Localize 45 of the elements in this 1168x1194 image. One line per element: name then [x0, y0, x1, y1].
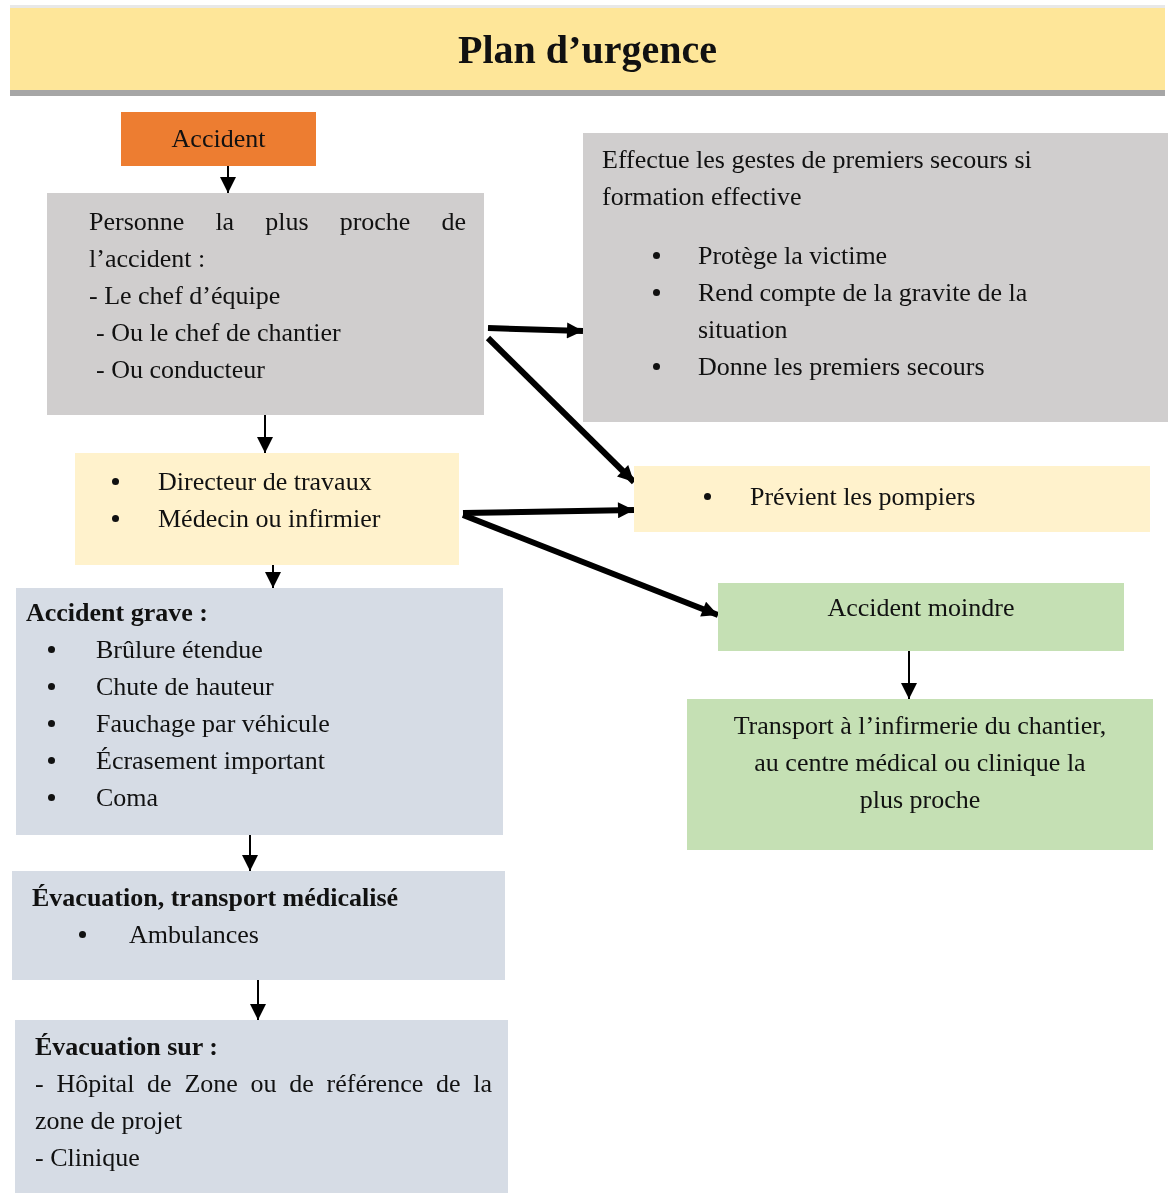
list-item: Ambulances — [129, 920, 259, 949]
arrow — [257, 414, 273, 454]
box-text: - Clinique — [35, 1143, 140, 1172]
list-item: Médecin ou infirmier — [158, 504, 381, 533]
arrow — [220, 165, 236, 194]
box-heading: Personne la plus proche de l’accident : — [89, 206, 466, 275]
box-text: Transport à l’infirmerie du chantier, au centre médical ou clinique la plus proche — [733, 711, 1107, 814]
destination-box — [15, 1020, 508, 1193]
diagram-title: Plan d’urgence — [458, 25, 717, 73]
list-item: Directeur de travaux — [158, 467, 372, 496]
action-box — [634, 466, 1150, 532]
arrow — [461, 512, 720, 618]
category-box — [16, 588, 503, 835]
list-item: Protège la victime — [698, 241, 888, 270]
process-box — [12, 871, 505, 980]
arrow — [487, 322, 584, 339]
arrow — [250, 979, 266, 1021]
list-item: Rend compte de la gravite de la situation — [698, 278, 1028, 344]
box-text: - Ou conducteur — [96, 355, 265, 384]
list-item: Fauchage par véhicule — [96, 709, 330, 738]
box-heading: Évacuation sur : — [35, 1032, 218, 1061]
action-box — [583, 133, 1168, 422]
box-heading: Accident grave : — [26, 598, 208, 627]
list-item: Prévient les pompiers — [750, 482, 976, 511]
contact-box — [75, 453, 459, 565]
box-text: - Le chef d’équipe — [89, 281, 281, 310]
arrow — [242, 834, 258, 872]
process-box — [47, 193, 484, 415]
box-text: Accident moindre — [827, 593, 1015, 622]
list-item: Écrasement important — [96, 746, 325, 775]
list-item: Brûlure étendue — [96, 635, 263, 664]
box-heading: Effectue les gestes de premiers secours si formation effective — [602, 145, 1032, 211]
arrow — [901, 650, 917, 700]
category-box — [718, 583, 1124, 651]
box-text: Accident — [171, 124, 266, 153]
list-item: Chute de hauteur — [96, 672, 274, 701]
box-text: - Hôpital de Zone ou de référence de la zone de projet — [35, 1068, 492, 1137]
action-box — [687, 699, 1153, 850]
box-heading: Évacuation, transport médicalisé — [32, 883, 399, 912]
list-item: Coma — [96, 783, 159, 812]
list-item: Donne les premiers secours — [698, 352, 985, 381]
event-box — [121, 112, 316, 166]
box-text: - Ou le chef de chantier — [96, 318, 341, 347]
arrow — [462, 502, 635, 519]
arrow — [265, 564, 281, 589]
